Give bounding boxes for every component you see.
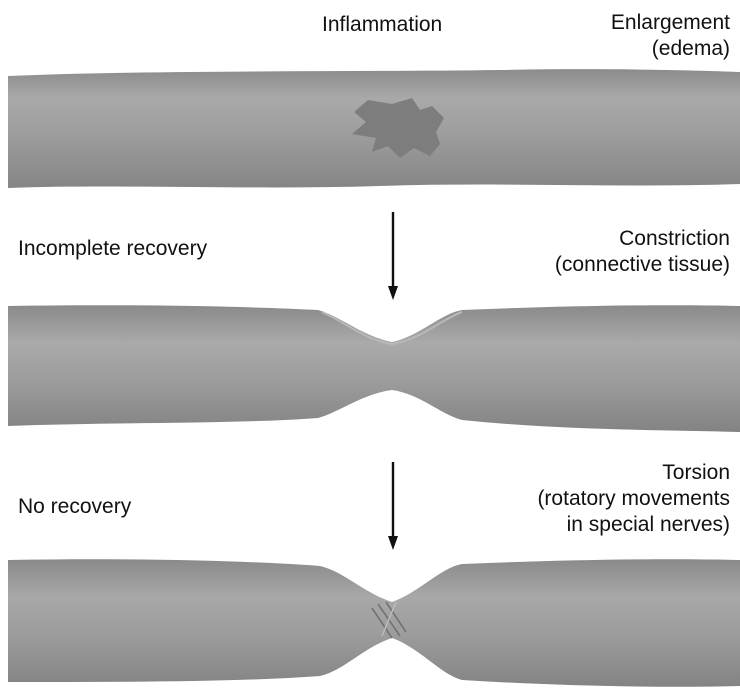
inflamed-nerve (0, 62, 740, 192)
arrow-down-icon (385, 462, 401, 552)
stage3-effect-line2: (rotatory movements (537, 486, 730, 512)
stage2-effect-line2: (connective tissue) (555, 252, 730, 278)
stage2-effect: Constriction (connective tissue) (555, 226, 730, 278)
arrow-down-icon (385, 212, 401, 302)
stage3-title: No recovery (18, 494, 131, 520)
constricted-nerve (0, 300, 740, 435)
stage1-title: Inflammation (322, 12, 442, 38)
stage3-effect: Torsion (rotatory movements in special n… (537, 460, 730, 538)
stage2-effect-line1: Constriction (555, 226, 730, 252)
twisted-nerve (0, 552, 740, 693)
stage3-effect-line1: Torsion (537, 460, 730, 486)
nerve-body (8, 559, 740, 687)
stage1-effect-line2: (edema) (611, 36, 730, 62)
stage1-effect-line1: Enlargement (611, 10, 730, 36)
stage2-title: Incomplete recovery (18, 236, 207, 262)
nerve-body (8, 305, 740, 432)
stage1-effect: Enlargement (edema) (611, 10, 730, 62)
stage3-effect-line3: in special nerves) (537, 512, 730, 538)
